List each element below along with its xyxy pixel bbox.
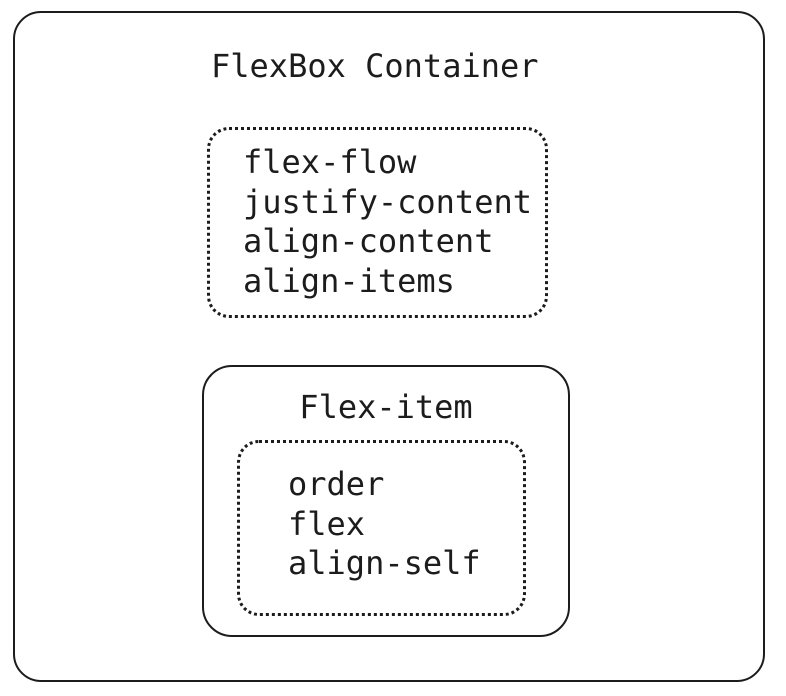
container-property-label: justify-content <box>243 182 532 221</box>
item-property-label: align-self <box>288 544 481 582</box>
container-property-label: align-content <box>243 222 494 260</box>
item-properties-box: order flex align-self <box>237 440 526 616</box>
container-properties-box: flex-flow justify-content align-content … <box>207 127 548 318</box>
flex-item-title: Flex-item <box>299 388 473 426</box>
container-property-label: align-items <box>243 261 455 300</box>
item-property-label: flex <box>288 504 366 543</box>
flexbox-container-title: FlexBox Container <box>211 47 539 85</box>
container-property-label: flex-flow <box>243 143 417 181</box>
item-property-label: order <box>288 465 385 503</box>
